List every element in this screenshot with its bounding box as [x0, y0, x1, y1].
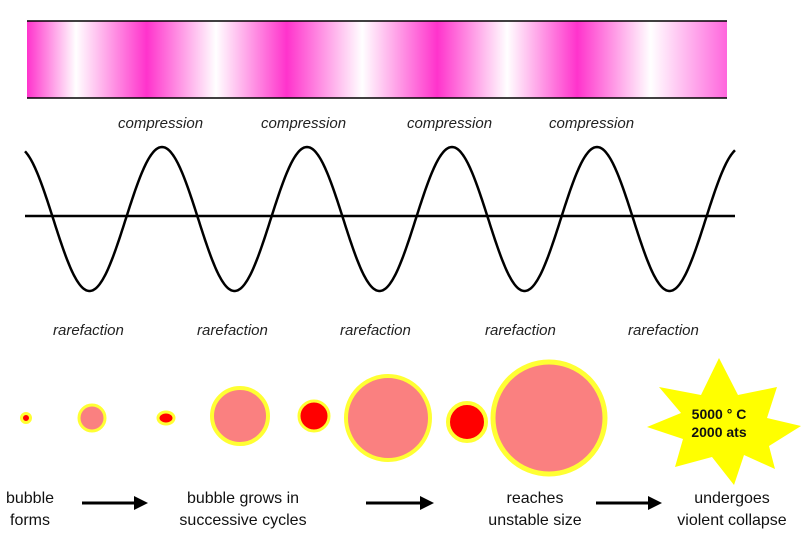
stage-violent-collapse: undergoes violent collapse: [666, 488, 798, 532]
compression-label: compression: [407, 115, 493, 132]
pressure-band-fill: [27, 21, 727, 98]
rarefaction-label: rarefaction: [197, 322, 268, 339]
bubble-medium-compressed: [297, 399, 331, 433]
pressure-wave: [24, 145, 736, 293]
bubble-tiny: [20, 412, 32, 424]
collapse-conditions: 5000 ° C 2000 ats: [672, 405, 766, 441]
collapse-pressure: 2000 ats: [691, 424, 747, 440]
stage-unstable-size: reaches unstable size: [470, 488, 600, 532]
collapse-temperature: 5000 ° C: [691, 406, 747, 422]
rarefaction-label: rarefaction: [628, 322, 699, 339]
bubble-small: [77, 403, 107, 433]
bubble-unstable: [490, 359, 608, 477]
rarefaction-label: rarefaction: [53, 322, 124, 339]
stage-bubble-forms: bubble forms: [0, 488, 60, 532]
stage-line: reaches: [506, 490, 564, 507]
stage-line: unstable size: [488, 512, 582, 529]
stage-line: undergoes: [694, 490, 770, 507]
rarefaction-label: rarefaction: [485, 322, 556, 339]
rarefaction-label: rarefaction: [340, 322, 411, 339]
stage-line: violent collapse: [677, 512, 787, 529]
stage-line: bubble grows in: [186, 490, 300, 507]
compression-label: compression: [549, 115, 635, 132]
bubble-large-compressed: [446, 401, 488, 443]
arrow-1-head: [134, 496, 148, 510]
stage-line: forms: [10, 512, 50, 529]
arrow-3-head: [648, 496, 662, 510]
bubble-medium: [210, 386, 270, 446]
bubble-large: [344, 374, 432, 462]
compression-label: compression: [261, 115, 347, 132]
pressure-band: [27, 20, 727, 99]
stage-bubble-grows: bubble grows in successive cycles: [168, 488, 318, 532]
stage-line: successive cycles: [179, 512, 307, 529]
compression-label: compression: [118, 115, 204, 132]
stage-line: bubble: [5, 490, 55, 507]
bubble-small-compressed: [156, 410, 176, 426]
arrow-2-head: [420, 496, 434, 510]
